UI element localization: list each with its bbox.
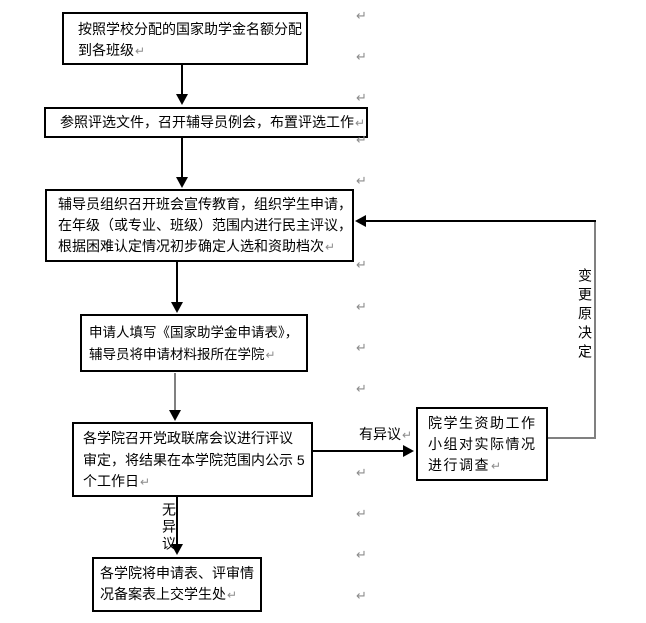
flow-step-text: 况备案表上交学生处↵ xyxy=(100,586,238,602)
flow-step-counselor-meeting: 参照评选文件，召开辅导员例会，布置评选工作↵ xyxy=(44,107,368,138)
return-mark-icon: ↵ xyxy=(140,475,151,489)
flow-step-investigation: 院学生资助工作 小组对实际情况 进行调查↵ xyxy=(416,407,548,481)
no-objection-label: 无异议 xyxy=(161,502,177,553)
arrow-head-right-icon xyxy=(403,445,414,457)
paragraph-mark-icon: ↵ xyxy=(356,547,367,562)
flow-step-text: 院学生资助工作 xyxy=(428,415,537,431)
flow-step-college-review: 各学院召开党政联席会议进行评议 审定，将结果在本学院范围内公示 5 个工作日↵ xyxy=(72,422,313,497)
return-mark-icon: ↵ xyxy=(325,240,336,254)
flow-step-allocate-quota: 按照学校分配的国家助学金名额分配 到各班级↵ xyxy=(62,12,308,65)
arrow-head-down-icon xyxy=(171,302,183,313)
flow-step-text: 审定，将结果在本学院范围内公示 5 xyxy=(83,451,305,468)
arrow-head-left-icon xyxy=(355,215,366,227)
flow-step-text: 按照学校分配的国家助学金名额分配 xyxy=(78,21,302,37)
paragraph-mark-icon: ↵ xyxy=(356,8,367,23)
paragraph-mark-icon: ↵ xyxy=(356,257,367,272)
flow-step-submit-records: 各学院将申请表、评审情 况备案表上交学生处↵ xyxy=(92,557,262,612)
flow-step-text: 进行调查↵ xyxy=(428,457,502,473)
paragraph-mark-icon: ↵ xyxy=(356,173,367,188)
paragraph-mark-icon: ↵ xyxy=(356,588,367,603)
flow-step-text: 到各班级↵ xyxy=(78,42,146,58)
arrow-line-3 xyxy=(176,262,178,303)
return-mark-icon: ↵ xyxy=(135,44,146,58)
flow-step-text: 辅导员组织召开班会宣传教育，组织学生申请， xyxy=(58,196,352,212)
change-decision-label: 变更原决定 xyxy=(577,268,593,363)
paragraph-mark-icon: ↵ xyxy=(356,506,367,521)
return-mark-icon: ↵ xyxy=(265,348,276,362)
paragraph-mark-icon: ↵ xyxy=(356,465,367,480)
feedback-connector-top xyxy=(360,220,596,222)
flow-step-text: 辅导员将申请材料报所在学院↵ xyxy=(89,347,276,362)
paragraph-mark-icon: ↵ xyxy=(356,49,367,64)
paragraph-mark-icon: ↵ xyxy=(356,132,367,147)
objection-label: 有异议↵ xyxy=(359,426,413,442)
arrow-head-down-icon xyxy=(176,94,188,105)
arrow-line-4 xyxy=(174,373,176,411)
return-mark-icon: ↵ xyxy=(491,459,502,473)
flow-step-text: 参照评选文件，召开辅导员例会，布置评选工作↵ xyxy=(60,114,366,130)
flow-step-class-meeting: 辅导员组织召开班会宣传教育，组织学生申请， 在年级（或专业、班级）范围内进行民主… xyxy=(45,189,354,262)
return-mark-icon: ↵ xyxy=(355,116,366,130)
flow-step-text: 在年级（或专业、班级）范围内进行民主评议， xyxy=(58,217,352,233)
flow-step-text: 申请人填写《国家助学金申请表》， xyxy=(89,325,299,340)
arrow-head-down-icon xyxy=(169,410,181,421)
paragraph-mark-icon: ↵ xyxy=(356,340,367,355)
flow-step-text: 各学院召开党政联席会议进行评议 xyxy=(83,430,293,446)
flow-step-text: 个工作日↵ xyxy=(83,473,151,489)
return-mark-icon: ↵ xyxy=(402,428,413,442)
arrow-head-down-icon xyxy=(176,177,188,188)
flow-step-fill-application: 申请人填写《国家助学金申请表》， 辅导员将申请材料报所在学院↵ xyxy=(80,314,308,372)
flow-step-text: 小组对实际情况 xyxy=(428,436,537,452)
feedback-connector-bottom xyxy=(548,437,596,439)
feedback-connector-vertical xyxy=(594,220,596,439)
arrow-head-down-icon xyxy=(171,544,183,555)
paragraph-mark-icon: ↵ xyxy=(356,381,367,396)
arrow-line-1 xyxy=(181,65,183,95)
flow-step-text: 各学院将申请表、评审情 xyxy=(100,565,254,581)
flow-step-text: 根据困难认定情况初步确定人选和资助档次↵ xyxy=(58,238,336,254)
paragraph-mark-icon: ↵ xyxy=(356,90,367,105)
paragraph-mark-icon: ↵ xyxy=(356,299,367,314)
return-mark-icon: ↵ xyxy=(227,588,238,602)
arrow-line-2 xyxy=(181,138,183,178)
arrow-line-5 xyxy=(176,497,178,545)
objection-arrow-line xyxy=(313,450,404,452)
